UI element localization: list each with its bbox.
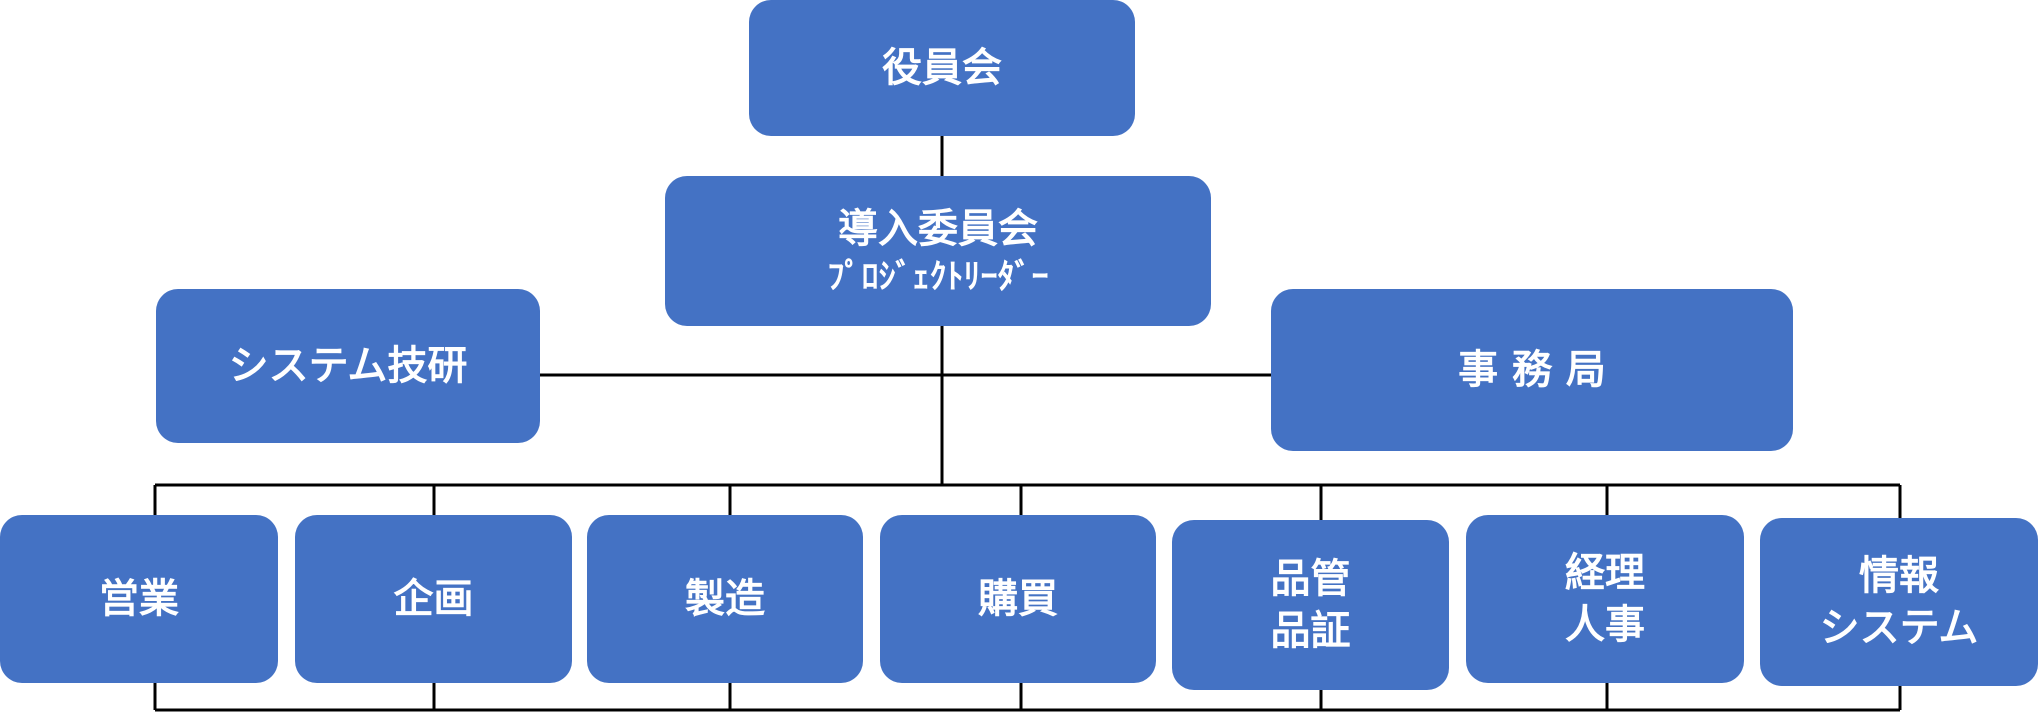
dept-quality-line1: 品管 [1270,556,1351,602]
board-box: 役員会 [749,0,1135,136]
dept-purchasing-box: 購買 [880,515,1156,683]
committee-box: 導入委員会 ﾌﾟﾛｼﾞｪｸﾄﾘｰﾀﾞｰ [665,176,1211,326]
tech-lab-box: システム技研 [156,289,540,443]
dept-accounting-line1: 経理 [1565,550,1645,596]
dept-planning-label: 企画 [393,576,474,622]
committee-title: 導入委員会 [838,205,1038,252]
dept-sales-box: 営業 [0,515,278,683]
dept-manufacturing-label: 製造 [685,576,765,622]
dept-accounting-line2: 人事 [1565,602,1645,648]
dept-quality-line2: 品証 [1270,608,1351,654]
dept-manufacturing-box: 製造 [587,515,863,683]
dept-quality-box: 品管 品証 [1172,520,1449,690]
dept-accounting-box: 経理 人事 [1466,515,1744,683]
dept-infosys-line1: 情報 [1859,553,1939,599]
tech-lab-label: システム技研 [228,343,468,389]
dept-purchasing-label: 購買 [978,576,1058,622]
committee-subtitle: ﾌﾟﾛｼﾞｪｸﾄﾘｰﾀﾞｰ [827,256,1049,297]
dept-infosys-line2: システム [1819,605,1979,651]
board-label: 役員会 [882,45,1002,91]
secretariat-label: 事 務 局 [1458,347,1606,393]
dept-sales-label: 営業 [99,576,179,622]
dept-planning-box: 企画 [295,515,572,683]
secretariat-box: 事 務 局 [1271,289,1793,451]
dept-infosys-box: 情報 システム [1760,518,2038,686]
